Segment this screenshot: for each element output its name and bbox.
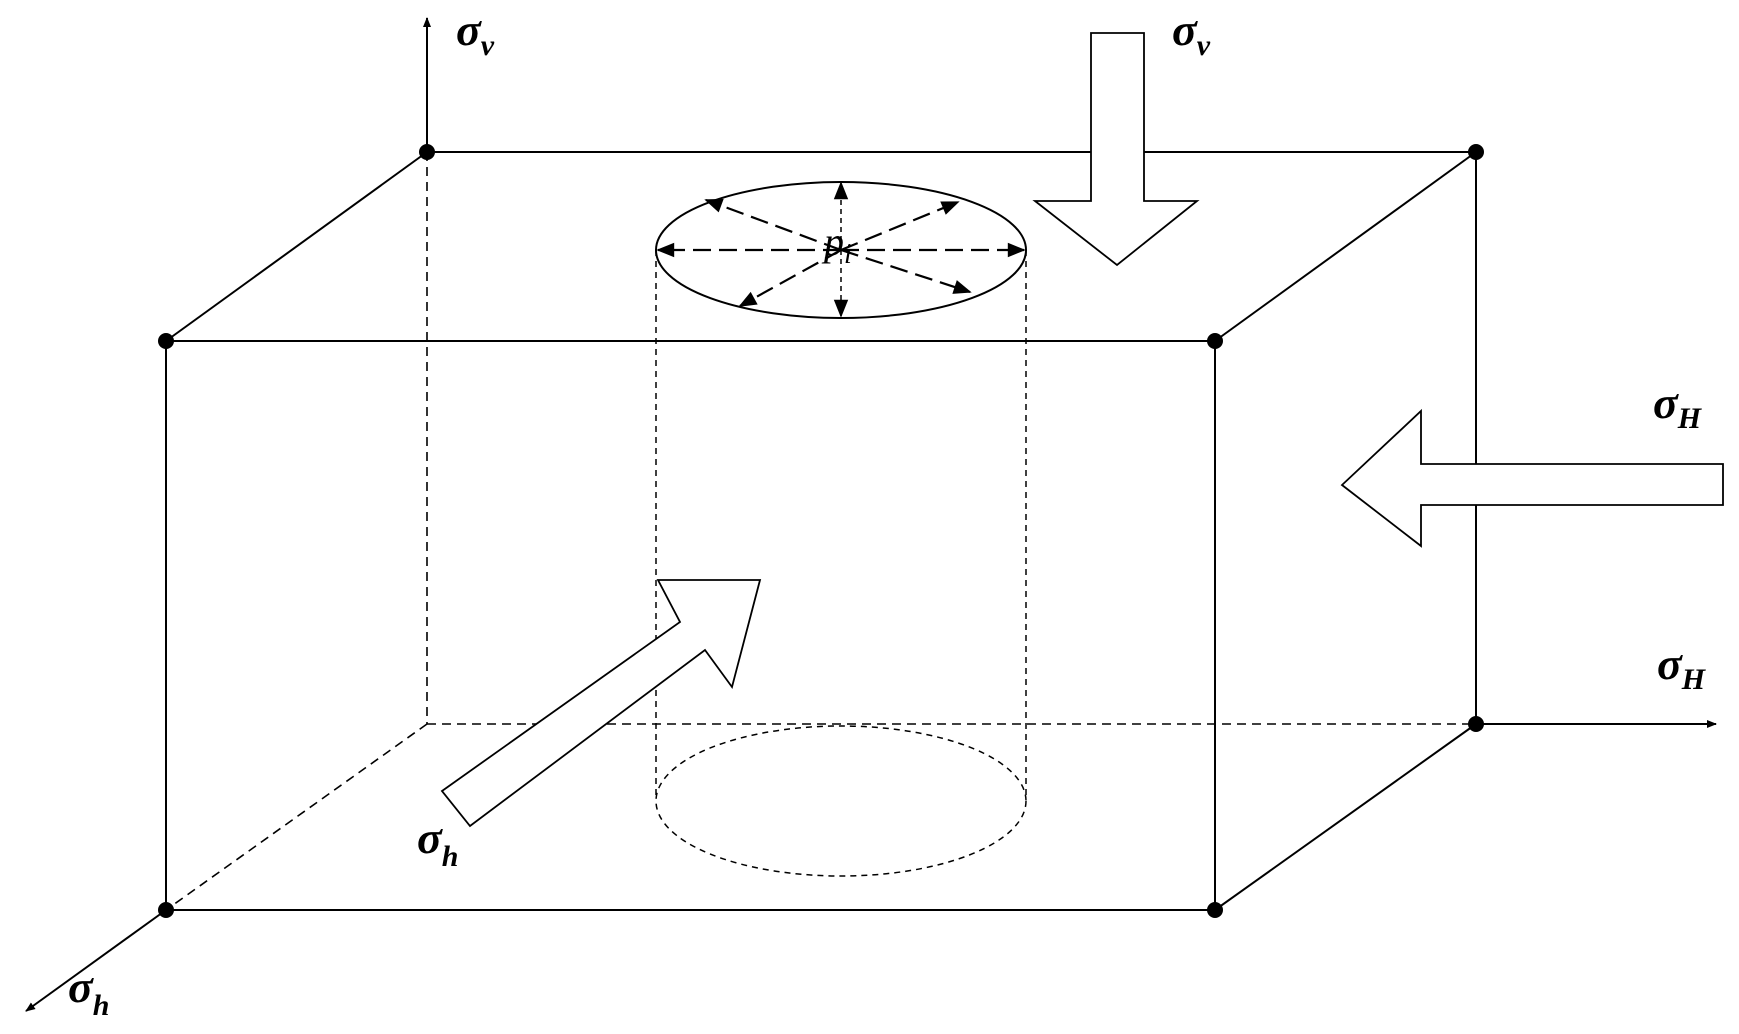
vertex [1468, 144, 1484, 160]
vertex [1468, 716, 1484, 732]
sigma-h-load-label: σh [417, 812, 458, 873]
hidden-edge-left-bottom [165, 723, 428, 911]
vertex [419, 144, 435, 160]
sigma-v-axis-label: σv [456, 4, 495, 62]
axes [25, 17, 1717, 1012]
load-arrows [440, 32, 1724, 828]
axis-diagonal [25, 909, 167, 1012]
internal-pressure-arrows [656, 181, 1026, 318]
sigma-H-load-label: σH [1653, 377, 1703, 435]
pressure-arrow [840, 200, 960, 252]
vertices [158, 144, 1484, 918]
pressure-arrow [738, 249, 842, 307]
vertex [158, 333, 174, 349]
sigma-h-axis-label: σh [68, 961, 109, 1022]
sigma-H-axis-label: σH [1657, 638, 1707, 696]
block-edges [165, 151, 1477, 911]
vertex [1207, 902, 1223, 918]
edge-right-top [1214, 151, 1477, 342]
borehole [655, 181, 1027, 877]
borehole-bottom-ellipse [655, 725, 1027, 877]
vertex [1207, 333, 1223, 349]
hidden-edges [165, 152, 1476, 911]
pressure-arrow [840, 248, 972, 294]
internal-pressure-label: pi [821, 219, 852, 270]
vertex [158, 902, 174, 918]
sigma-v-load-label: σv [1172, 4, 1211, 62]
edge-right-bottom [1214, 723, 1477, 911]
pressure-arrow [704, 198, 842, 252]
vertical-load-arrow [1032, 32, 1200, 267]
min-horizontal-load-arrow [440, 579, 762, 828]
edge-left-top [165, 151, 428, 342]
max-horizontal-load-arrow [1340, 408, 1724, 548]
